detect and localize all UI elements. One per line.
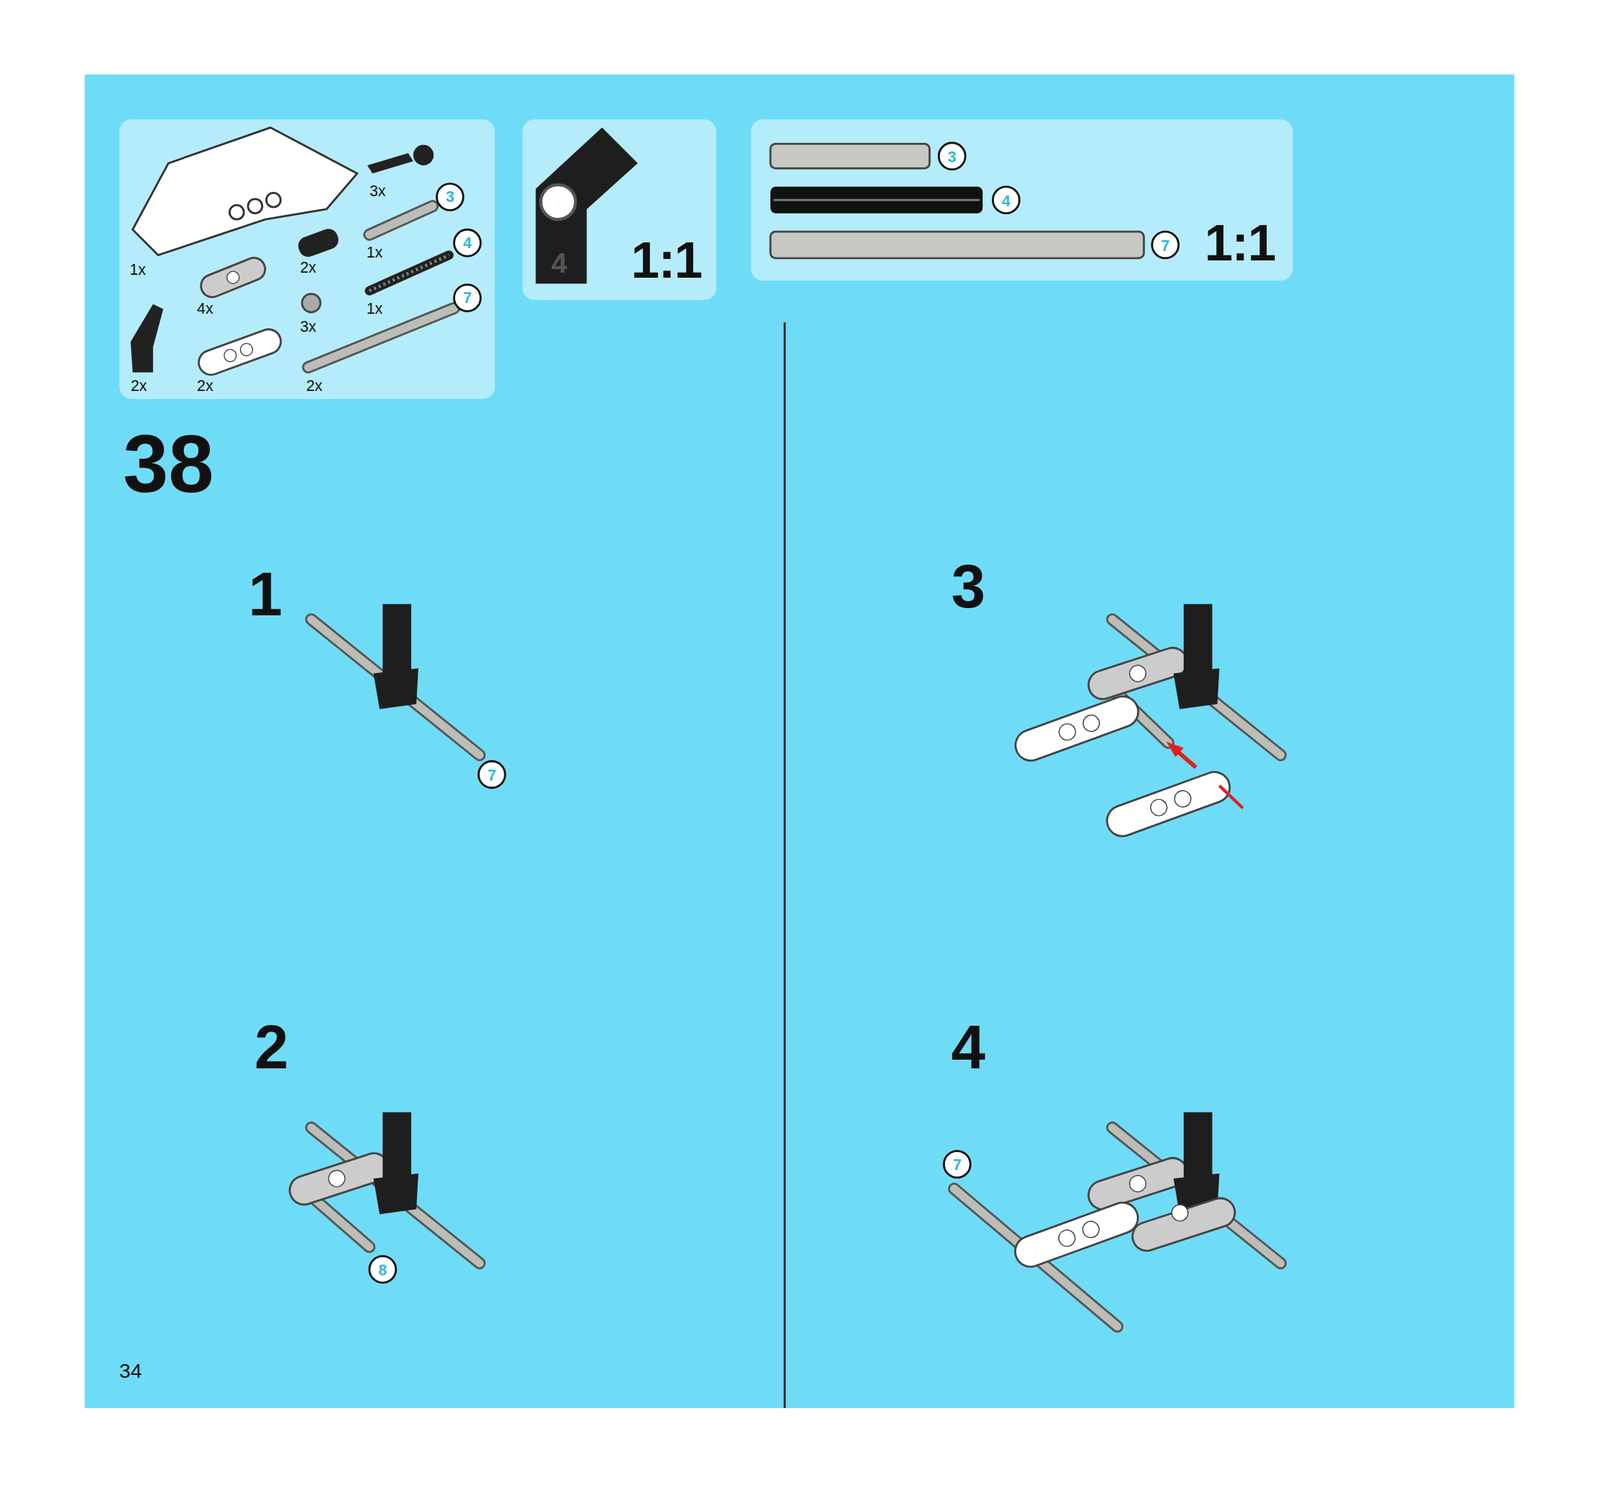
callout-number: 7 <box>453 283 482 313</box>
part-count: 1x <box>366 244 383 260</box>
callout-number: 7 <box>477 760 507 790</box>
part-count: 3x <box>300 318 316 334</box>
callout-number: 4 <box>991 185 1021 215</box>
callout-number: 8 <box>368 1255 398 1285</box>
part-count: 1x <box>366 300 383 316</box>
substep-number: 1 <box>248 564 283 626</box>
part-count: 2x <box>300 259 316 275</box>
callout-number: 3 <box>937 142 967 171</box>
part-count: 4x <box>196 300 213 316</box>
substep-number: 3 <box>951 556 986 618</box>
page-number: 34 <box>119 1360 142 1381</box>
part-count: 2x <box>305 377 322 394</box>
scale-label: 1:1 <box>631 234 702 286</box>
substep-number: 4 <box>951 1017 986 1079</box>
callout-number: 4 <box>453 228 482 258</box>
part-count: 3x <box>369 183 386 199</box>
callout-number: 7 <box>942 1149 972 1179</box>
step-number: 38 <box>122 423 214 505</box>
substep-number: 2 <box>254 1017 289 1079</box>
part-count: 1x <box>129 261 146 278</box>
callout-number: 3 <box>435 182 465 212</box>
callout-number: 7 <box>1151 230 1181 260</box>
part-count: 2x <box>130 377 147 394</box>
part-marking: 4 <box>551 248 567 278</box>
part-count: 2x <box>196 377 213 394</box>
scale-label: 1:1 <box>1204 217 1276 269</box>
